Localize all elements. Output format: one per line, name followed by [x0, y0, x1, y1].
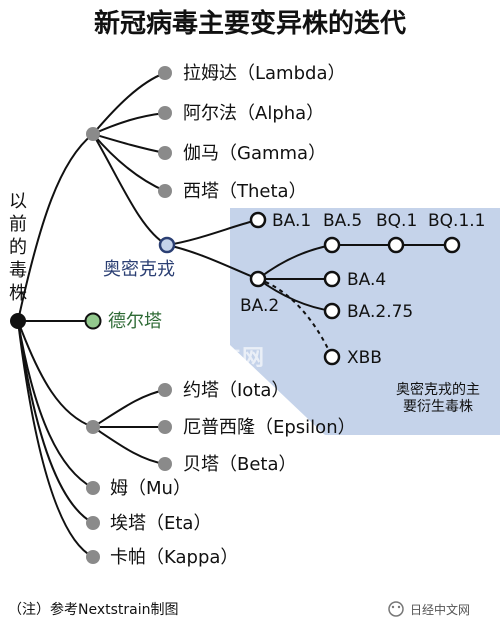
label-mu: 姆（Mu） — [110, 478, 191, 499]
label-bq11: BQ.1.1 — [428, 211, 485, 231]
label-gamma: 伽马（Gamma） — [183, 143, 326, 164]
root-label-char: 毒 — [9, 260, 27, 281]
label-ba275: BA.2.75 — [347, 302, 413, 322]
label-xbb: XBB — [347, 348, 382, 368]
lambda-node — [158, 66, 172, 80]
ba2-node — [249, 270, 267, 288]
upper-group-node — [86, 127, 100, 141]
panel-caption-line1: 奥密克戎的主 — [396, 381, 480, 398]
ba5-node — [323, 236, 341, 254]
label-alpha: 阿尔法（Alpha） — [183, 103, 324, 124]
eta-node — [86, 516, 100, 530]
brand-name: 日经中文网 — [410, 602, 470, 617]
gamma-node — [158, 146, 172, 160]
brand: 日经中文网 — [388, 601, 470, 617]
kappa-node — [86, 550, 100, 564]
ba4-node — [323, 270, 341, 288]
watermark: 日经中文网 — [146, 345, 266, 371]
root-label-char: 的 — [9, 237, 27, 258]
epsilon-node — [158, 420, 172, 434]
root-label: 以 前 的 毒 株 — [9, 191, 27, 304]
alpha-node — [158, 106, 172, 120]
theta-node — [158, 184, 172, 198]
label-theta: 西塔（Theta） — [183, 181, 307, 202]
label-delta: 德尔塔 — [108, 311, 162, 332]
xbb-dashed-edge — [257, 278, 333, 358]
label-lambda: 拉姆达（Lambda） — [183, 63, 345, 84]
mu-node — [86, 481, 100, 495]
beta-node — [158, 457, 172, 471]
ba1-node — [249, 211, 267, 229]
iota-node — [158, 383, 172, 397]
label-kappa: 卡帕（Kappa） — [110, 547, 238, 568]
root-label-char: 株 — [9, 283, 27, 304]
root-node — [10, 313, 26, 329]
label-ba5: BA.5 — [323, 211, 362, 231]
omicron-panel — [230, 208, 500, 435]
panel-caption-line2: 要衍生毒株 — [403, 399, 473, 415]
root-label-char: 以 — [9, 191, 27, 212]
footnote: （注）参考Nextstrain制图 — [8, 601, 179, 618]
brand-icon — [388, 601, 404, 617]
label-epsilon: 厄普西隆（Epsilon） — [183, 417, 356, 438]
label-eta: 埃塔（Eta） — [110, 513, 211, 534]
figure-title: 新冠病毒主要变异株的迭代 — [94, 8, 406, 39]
label-iota: 约塔（Iota） — [183, 380, 289, 401]
label-ba1: BA.1 — [272, 211, 311, 231]
label-omicron: 奥密克戎 — [103, 259, 175, 280]
label-bq1: BQ.1 — [376, 211, 417, 231]
label-ba2: BA.2 — [240, 296, 279, 316]
bq1-node — [387, 236, 405, 254]
xbb-node — [323, 348, 341, 366]
omicron-node — [158, 236, 176, 254]
label-beta: 贝塔（Beta） — [183, 454, 297, 475]
lower-group-node — [86, 420, 100, 434]
label-ba4: BA.4 — [347, 270, 386, 290]
ba275-node — [323, 302, 341, 320]
root-label-char: 前 — [9, 214, 27, 235]
delta-node — [84, 312, 102, 330]
bq11-node — [443, 236, 461, 254]
